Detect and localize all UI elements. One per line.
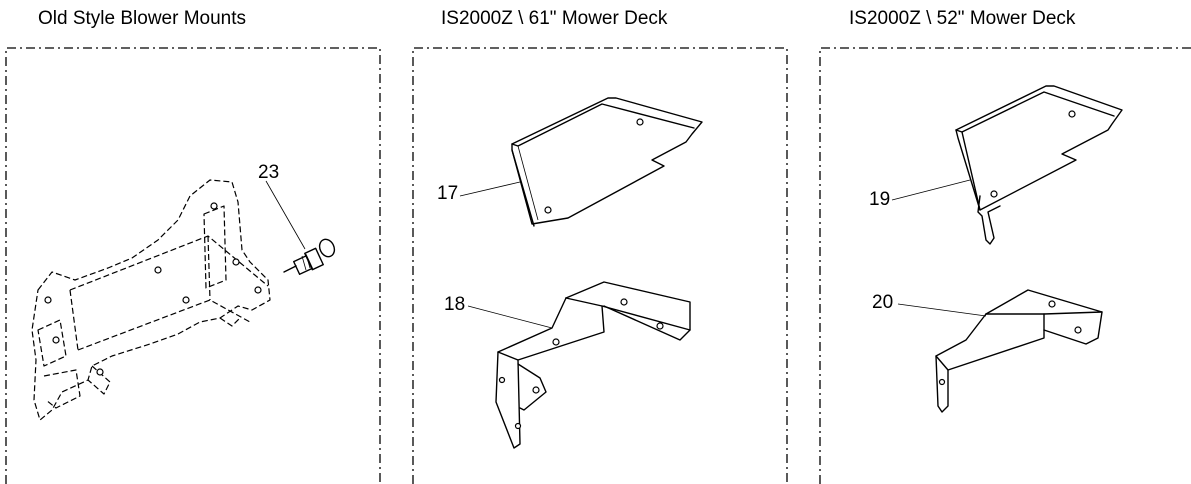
panel-title-61-deck: IS2000Z \ 61" Mower Deck — [441, 8, 668, 29]
callout-label-19: 19 — [869, 189, 890, 210]
bracket-part-18 — [495, 281, 691, 449]
panel-frame-52-deck — [819, 47, 1191, 484]
callout-label-23: 23 — [258, 162, 279, 183]
callout-18: 18 — [444, 294, 553, 329]
callout-label-20: 20 — [872, 292, 893, 313]
panel-frame-old-style — [5, 47, 381, 484]
panel-title-52-deck: IS2000Z \ 52" Mower Deck — [849, 8, 1076, 29]
bracket-part-20 — [935, 289, 1103, 413]
bracket-part-17 — [511, 97, 703, 227]
bracket-part-19 — [955, 85, 1123, 245]
callout-19: 19 — [869, 179, 971, 210]
panel-frame-61-deck — [412, 47, 788, 484]
callout-23: 23 — [258, 162, 306, 250]
callout-label-18: 18 — [444, 294, 465, 315]
callout-label-17: 17 — [437, 183, 458, 204]
sensor-part-23 — [283, 238, 336, 276]
panel-title-old-style: Old Style Blower Mounts — [38, 8, 247, 29]
callout-17: 17 — [437, 181, 521, 204]
blower-mount-phantom — [31, 179, 271, 421]
callout-20: 20 — [872, 292, 987, 317]
